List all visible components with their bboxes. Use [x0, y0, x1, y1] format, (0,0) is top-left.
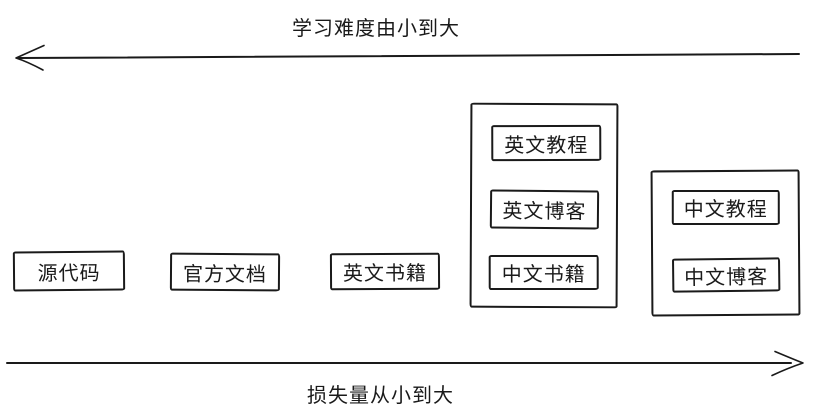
box-chinese-tutorials: 中文教程 — [671, 189, 780, 226]
box-official-docs: 官方文档 — [169, 252, 281, 292]
box-english-tutorials: 英文教程 — [491, 124, 602, 162]
top-axis-label: 学习难度由小到大 — [292, 18, 460, 40]
box-chinese-books-label: 中文书籍 — [501, 263, 586, 287]
bottom-axis-label: 损失量从小到大 — [307, 385, 454, 407]
right-arrow-icon — [6, 350, 804, 377]
box-english-books: 英文书籍 — [329, 252, 441, 291]
box-chinese-tutorials-label: 中文教程 — [683, 198, 768, 222]
box-official-docs-label: 官方文档 — [182, 263, 268, 286]
group-box-english-chinese: 英文教程 英文博客 中文书籍 — [469, 102, 619, 309]
left-arrow-icon — [15, 44, 800, 71]
group-box-chinese: 中文教程 中文博客 — [650, 169, 801, 317]
box-source-code: 源代码 — [12, 250, 126, 292]
box-english-tutorials-label: 英文教程 — [504, 134, 589, 157]
box-chinese-blogs: 中文博客 — [672, 257, 781, 293]
box-source-code-label: 源代码 — [37, 262, 101, 285]
box-chinese-blogs-label: 中文博客 — [684, 266, 769, 289]
box-english-blogs-label: 英文博客 — [502, 200, 587, 224]
box-english-books-label: 英文书籍 — [342, 262, 428, 286]
box-english-blogs: 英文博客 — [489, 189, 600, 230]
box-chinese-books: 中文书籍 — [488, 254, 599, 291]
